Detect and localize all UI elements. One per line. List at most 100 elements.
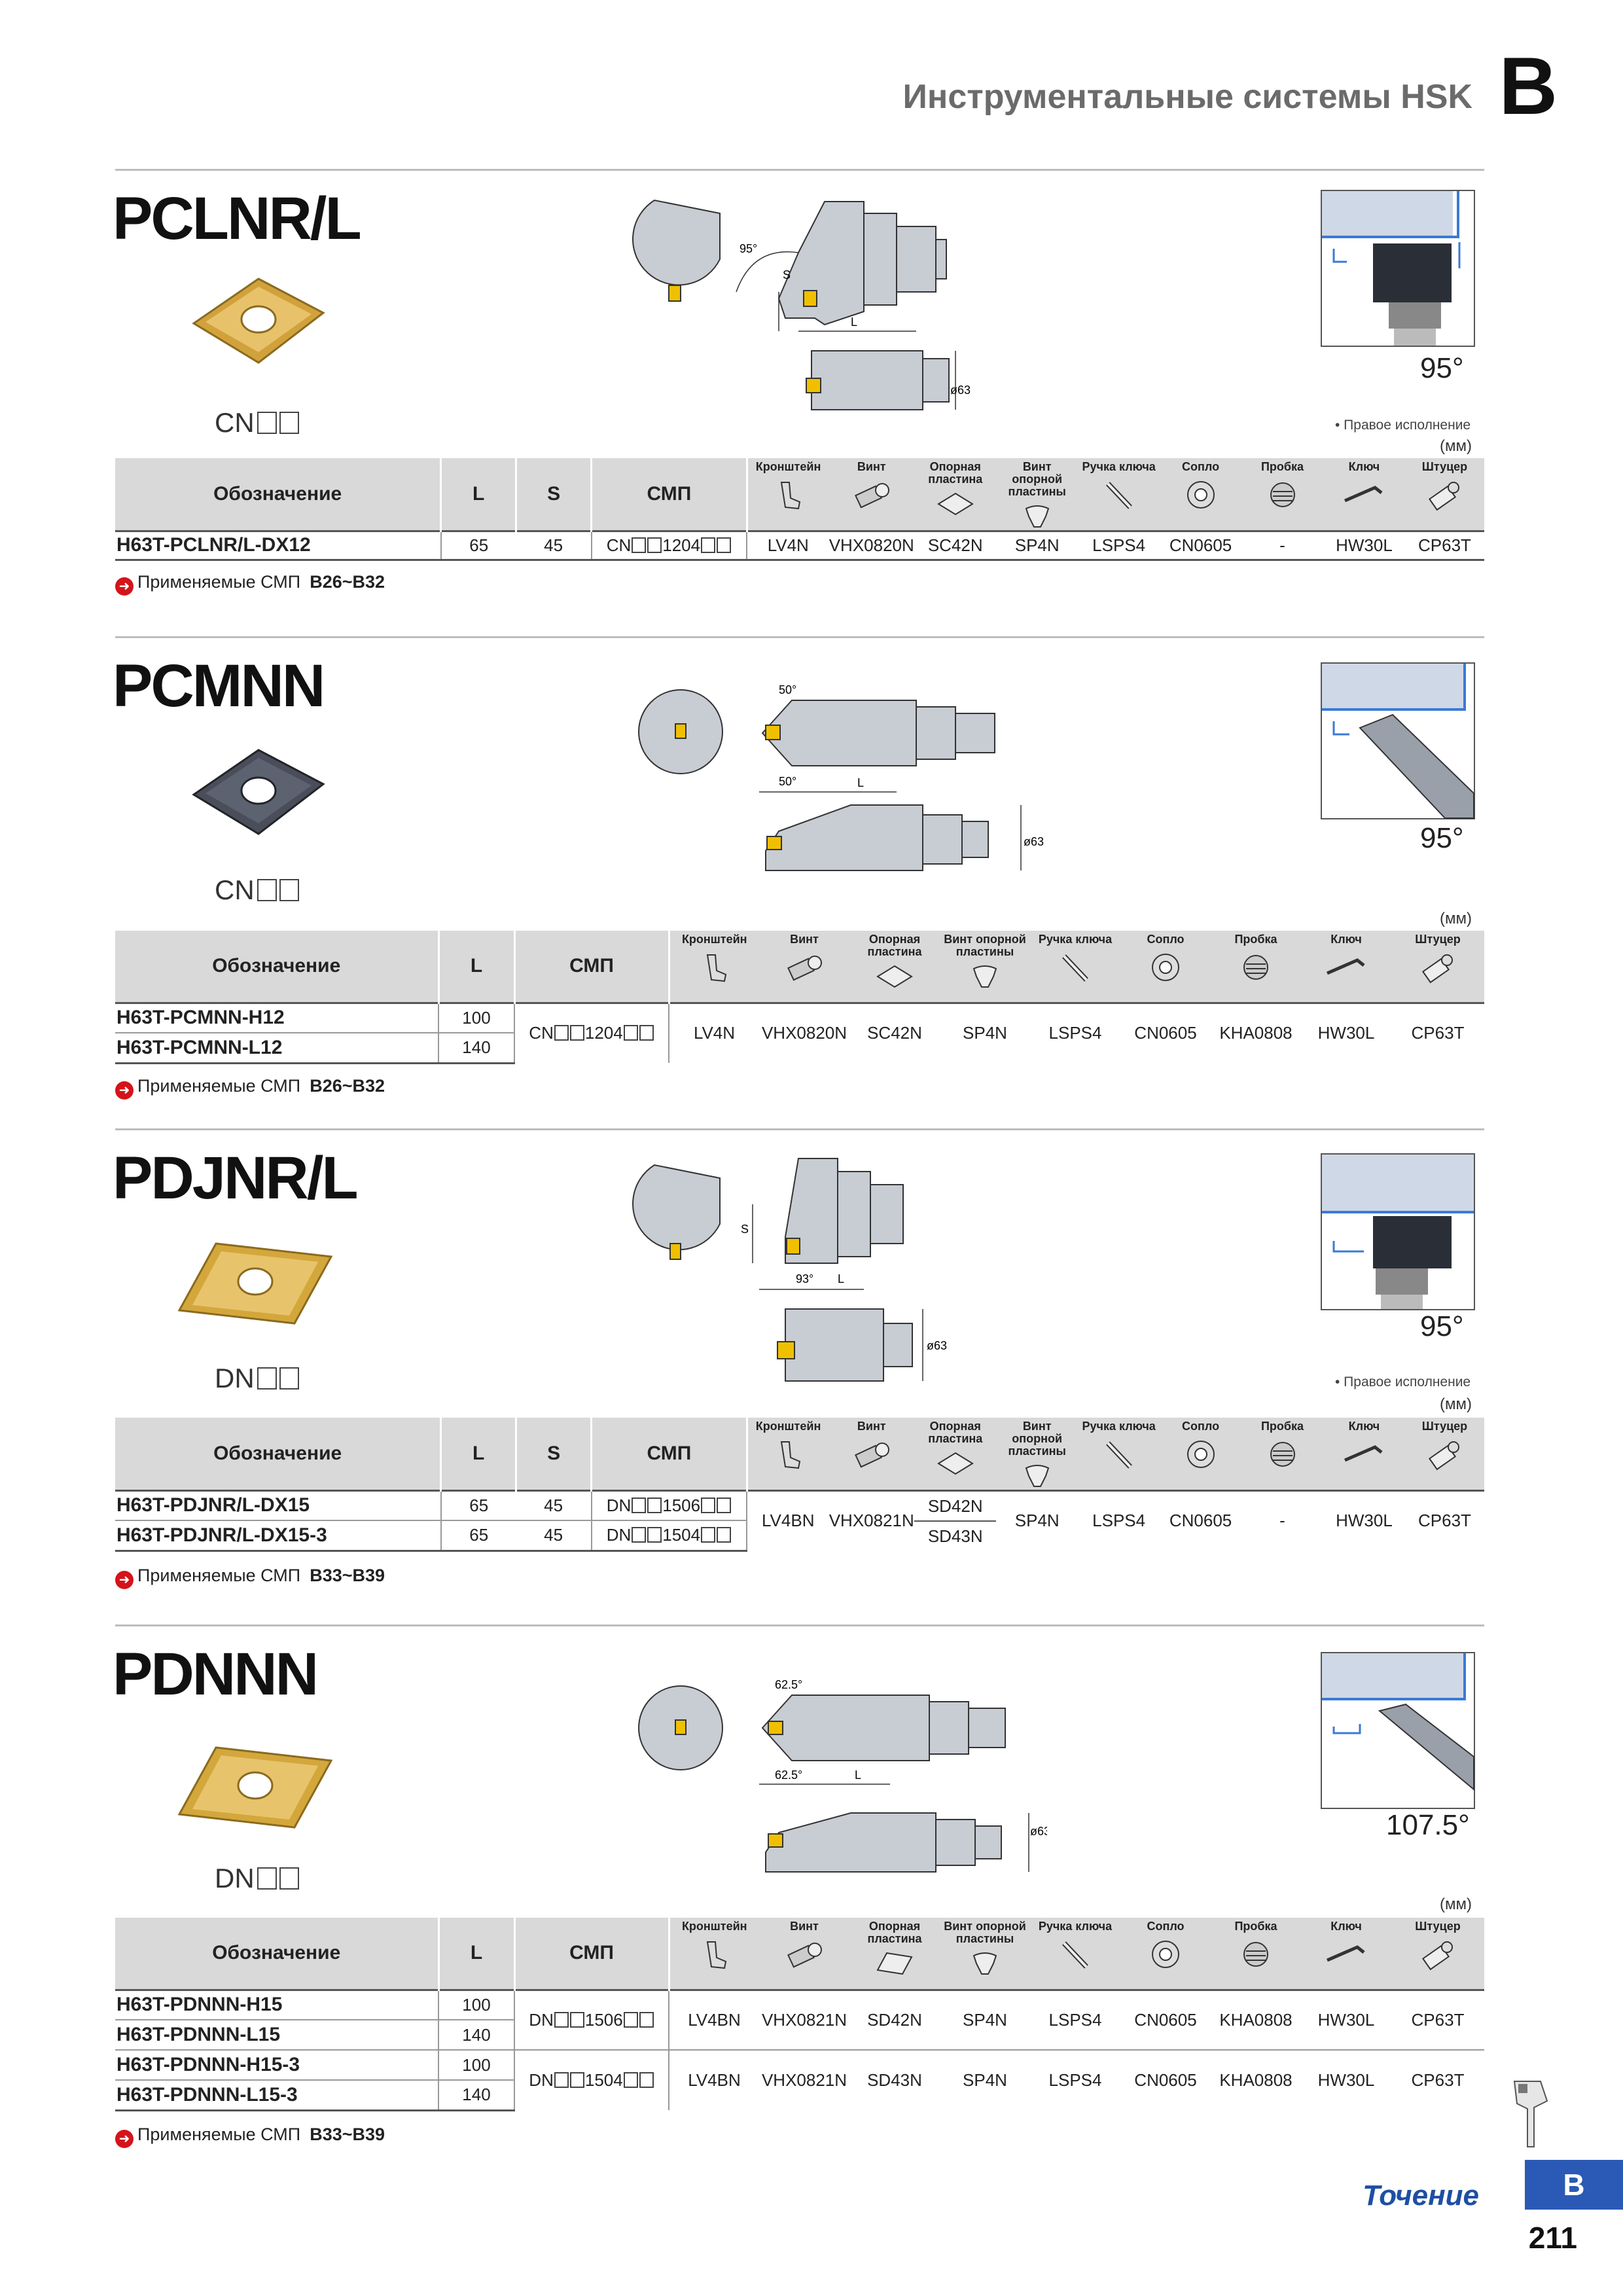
section-title-pclnr: PCLNR/L bbox=[113, 185, 362, 252]
insert-image-cn-black bbox=[192, 749, 325, 835]
arrow-right-icon: ➜ bbox=[115, 2130, 134, 2148]
footer-section-name: Точение bbox=[1363, 2179, 1479, 2212]
header-section-letter: B bbox=[1499, 41, 1558, 132]
col-shim: Опорная пластина bbox=[928, 460, 983, 486]
bracket-icon bbox=[780, 481, 800, 509]
insert-image-cn-gold bbox=[192, 278, 325, 364]
plug-icon bbox=[1270, 1441, 1295, 1467]
col-l: L bbox=[440, 458, 518, 531]
insert-label-dn: DN bbox=[215, 1363, 299, 1394]
units-label: (мм) bbox=[1440, 1895, 1472, 1913]
application-image-pcmnn bbox=[1321, 662, 1475, 819]
insert-image-dn-gold bbox=[177, 1242, 333, 1325]
col-screw: Винт bbox=[857, 460, 886, 473]
fitting-icon bbox=[1429, 481, 1460, 511]
footer-section-tab[interactable]: B bbox=[1525, 2160, 1623, 2210]
section-title-pdnnn: PDNNN bbox=[113, 1641, 319, 1708]
turning-tool-icon bbox=[1513, 2081, 1548, 2147]
col-key-handle: Ручка ключа bbox=[1082, 460, 1156, 473]
wrench-icon bbox=[1344, 485, 1383, 503]
svg-text:62.5°: 62.5° bbox=[775, 1678, 802, 1691]
drawing-label-l: L bbox=[851, 315, 857, 329]
units-label: (мм) bbox=[1440, 910, 1472, 927]
svg-text:S: S bbox=[741, 1223, 749, 1236]
svg-text:ø63: ø63 bbox=[1024, 835, 1044, 848]
drawing-label-s: S bbox=[783, 268, 791, 281]
section-title-pdjnr: PDJNR/L bbox=[113, 1145, 359, 1211]
nozzle-icon bbox=[1186, 1440, 1215, 1468]
svg-text:L: L bbox=[838, 1272, 844, 1285]
col-plug: Пробка bbox=[1260, 460, 1304, 473]
divider bbox=[115, 1624, 1484, 1626]
arrow-right-icon: ➜ bbox=[115, 1081, 134, 1100]
svg-text:ø63: ø63 bbox=[927, 1339, 947, 1352]
shim-screw-icon bbox=[972, 965, 997, 988]
insert-image-dn-gold bbox=[177, 1746, 333, 1829]
fitting-icon bbox=[1421, 1941, 1453, 1971]
shim-screw-icon bbox=[1025, 505, 1049, 528]
application-image-pdnnn bbox=[1321, 1652, 1475, 1809]
plug-icon bbox=[1243, 954, 1268, 980]
divider bbox=[115, 636, 1484, 638]
drawing-label-d63: ø63 bbox=[950, 384, 971, 397]
bracket-icon bbox=[780, 1441, 800, 1469]
col-bracket: Кронштейн bbox=[755, 460, 821, 473]
page-number: 211 bbox=[1528, 2221, 1577, 2255]
svg-text:62.5°: 62.5° bbox=[775, 1768, 802, 1782]
svg-text:ø63: ø63 bbox=[1030, 1825, 1047, 1838]
shim-icon bbox=[876, 965, 913, 988]
svg-text:50°: 50° bbox=[779, 775, 796, 788]
col-s: S bbox=[516, 458, 592, 531]
col-wrench: Ключ bbox=[1348, 460, 1380, 473]
angle-label-pclnr: 95° bbox=[1420, 352, 1464, 384]
spec-table-pcmnn: Обозначение L СМП Кронштейн Винт Опорная… bbox=[115, 931, 1484, 1064]
table-row-code: H63T-PDJNR/L-DX15 bbox=[115, 1489, 441, 1521]
svg-text:93°: 93° bbox=[796, 1272, 813, 1285]
units-label: (мм) bbox=[1440, 437, 1472, 455]
svg-text:L: L bbox=[857, 776, 864, 789]
key-handle-icon bbox=[1105, 482, 1132, 509]
angle-label-pdnnn: 107.5° bbox=[1386, 1809, 1470, 1841]
nozzle-icon bbox=[1186, 480, 1215, 509]
insert-label-dn: DN bbox=[215, 1863, 299, 1894]
right-hand-note: • Правое исполнение bbox=[1335, 1374, 1471, 1390]
col-insert: СМП bbox=[591, 458, 748, 531]
shim-screw-icon bbox=[1025, 1464, 1049, 1487]
table-row-code: H63T-PCMNN-L12 bbox=[115, 1032, 438, 1064]
shim-icon bbox=[936, 1452, 974, 1475]
screw-icon bbox=[787, 1942, 822, 1968]
key-handle-icon bbox=[1105, 1441, 1132, 1469]
divider bbox=[115, 169, 1484, 171]
bracket-icon bbox=[706, 1941, 726, 1969]
wrench-icon bbox=[1327, 958, 1365, 975]
col-nozzle: Сопло bbox=[1182, 460, 1220, 473]
drawing-label-angle: 95° bbox=[740, 242, 757, 255]
header-title: Инструментальные системы HSK bbox=[902, 78, 1472, 116]
table-row-code: H63T-PCLNR/L-DX12 bbox=[115, 529, 441, 561]
svg-text:50°: 50° bbox=[779, 683, 796, 696]
section-title-pcmnn: PCMNN bbox=[113, 653, 325, 719]
tool-drawing-pclnr: 95° S L ø63 bbox=[632, 199, 971, 410]
table-row-code: H63T-PDJNR/L-DX15-3 bbox=[115, 1520, 441, 1552]
col-shim-screw: Винт опорной пластины bbox=[1008, 460, 1066, 498]
wrench-icon bbox=[1344, 1444, 1383, 1462]
table-row-code: H63T-PDNNN-H15-3 bbox=[115, 2049, 438, 2080]
col-designation: Обозначение bbox=[115, 458, 442, 531]
shim-icon bbox=[876, 1952, 913, 1975]
table-row-code: H63T-PCMNN-H12 bbox=[115, 1001, 438, 1033]
right-hand-note: • Правое исполнение bbox=[1335, 418, 1471, 433]
shim-screw-icon bbox=[972, 1952, 997, 1975]
table-row-code: H63T-PDNNN-L15-3 bbox=[115, 2079, 438, 2111]
application-image-pdjnr bbox=[1321, 1153, 1475, 1310]
screw-icon bbox=[787, 955, 822, 981]
